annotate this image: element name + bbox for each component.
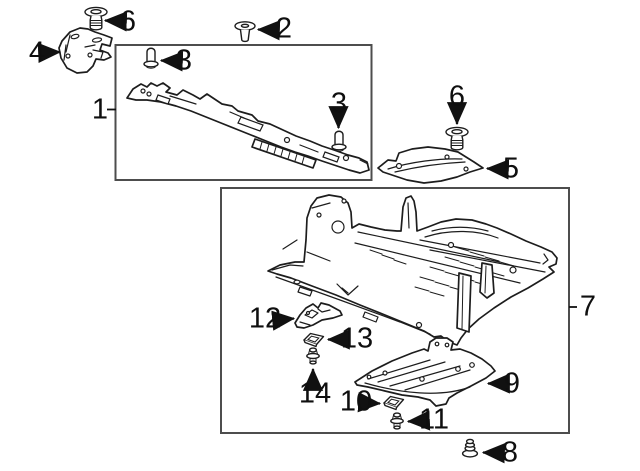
fastener-8-icon — [461, 438, 479, 458]
callout-label-10: 10 — [339, 385, 373, 418]
part-7-group-box — [220, 187, 570, 434]
callout-label-2: 2 — [275, 12, 293, 45]
part-1-group-box — [114, 44, 373, 181]
arrow-2 — [256, 20, 281, 41]
callout-label-3-left: 3 — [175, 44, 193, 77]
callout-label-9: 9 — [503, 367, 521, 400]
arrow-8 — [481, 443, 506, 464]
arrow-4 — [37, 42, 62, 64]
callout-label-4: 4 — [28, 36, 46, 69]
callout-label-12: 12 — [248, 302, 282, 335]
fastener-2-icon — [234, 21, 256, 43]
arrow-3-left — [159, 51, 184, 72]
arrow-12 — [271, 310, 296, 331]
part-1-sight-shield-drawing — [126, 82, 370, 174]
callout-label-6-right: 6 — [448, 80, 466, 113]
fastener-6-top-icon — [84, 6, 108, 31]
callout-label-1: 1 — [91, 93, 109, 126]
fastener-3-left-icon — [143, 47, 159, 69]
callout-label-13: 13 — [340, 322, 374, 355]
callout-label-7: 7 — [579, 290, 597, 323]
part-12-bracket-drawing — [294, 302, 343, 329]
arrow-5 — [485, 159, 510, 180]
arrow-11 — [406, 410, 431, 431]
fastener-14-icon — [306, 347, 320, 365]
callout-label-3-right: 3 — [330, 87, 348, 120]
callout-label-8: 8 — [501, 436, 519, 469]
part-7-under-cover-drawing — [267, 194, 558, 346]
clip-13-icon — [303, 332, 325, 348]
fastener-3-right-icon — [331, 130, 347, 152]
callout-label-11: 11 — [418, 403, 450, 436]
fastener-6-right-icon — [445, 126, 469, 151]
fastener-11-icon — [390, 412, 404, 430]
arrow-10 — [357, 392, 382, 413]
callout-arrows — [37, 11, 577, 464]
clip-10-icon — [383, 395, 405, 411]
part-5-shield-drawing — [377, 146, 484, 184]
arrow-6-top — [103, 11, 128, 32]
callout-label-14: 14 — [298, 377, 332, 410]
part-9-cover-drawing — [354, 337, 496, 407]
part-4-bracket-drawing — [58, 27, 113, 74]
callout-label-5: 5 — [502, 152, 520, 185]
callout-label-6-top: 6 — [119, 5, 137, 38]
